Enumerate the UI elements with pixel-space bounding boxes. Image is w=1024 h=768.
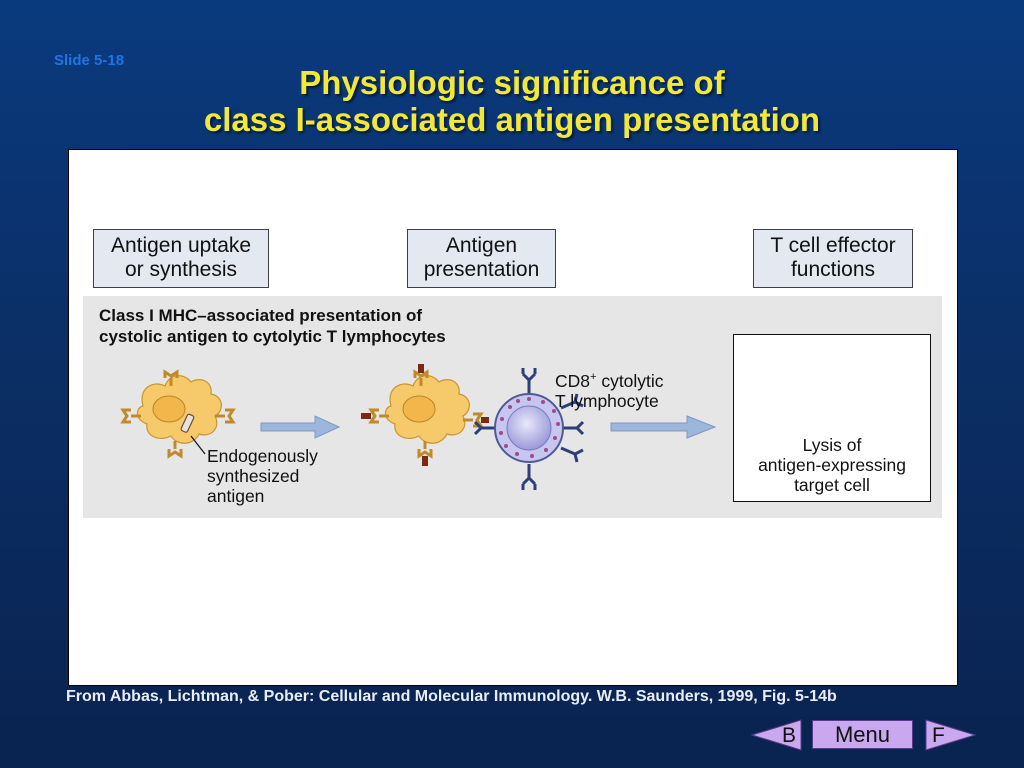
cell-2-peptide-left: [361, 413, 371, 419]
tcell-label-line-1: CD8+ cytolytic: [555, 370, 664, 391]
result-label-line-2: antigen-expressing: [758, 455, 906, 475]
cell-2-mhc-left: [368, 408, 389, 424]
result-label: Lysis of antigen-expressing target cell: [734, 435, 930, 495]
stage-presentation-line-1: Antigen: [445, 234, 518, 257]
result-box: Lysis of antigen-expressing target cell: [733, 334, 931, 502]
result-label-line-1: Lysis of: [802, 435, 862, 455]
cell-1-nucleus: [152, 395, 186, 423]
figure-panel: Antigen uptake or synthesis Antigen pres…: [68, 149, 958, 686]
antigen-presenting-cell: [361, 364, 489, 466]
band-title: Class I MHC–associated presentation of c…: [99, 305, 446, 347]
stage-box-presentation: Antigen presentation: [407, 229, 556, 288]
antigen-label-line-2: synthesized: [207, 466, 300, 486]
band-title-line-2: cystolic antigen to cytolytic T lymphocy…: [99, 327, 446, 346]
tcell-label: CD8+ cytolytic T lymphocyte: [555, 367, 664, 411]
stage-effector-line-2: functions: [790, 258, 876, 281]
pathway-illustration: [120, 351, 864, 490]
forward-button[interactable]: [925, 719, 977, 751]
cell-1-mhc-top: [163, 369, 179, 386]
stage-presentation-line-2: presentation: [423, 258, 540, 281]
antigen-synthesizing-cell: [120, 369, 236, 459]
menu-button[interactable]: Menu: [812, 720, 913, 749]
cell-1-mhc-bottom: [167, 441, 183, 459]
cell-2-peptide-top: [418, 364, 424, 373]
result-label-line-3: target cell: [794, 475, 870, 495]
cell-1-mhc-right: [215, 408, 236, 424]
stage-uptake-line-2: or synthesis: [124, 258, 238, 281]
class-i-pathway-band: Class I MHC–associated presentation of c…: [83, 296, 942, 518]
cell-2-peptide-bottom: [422, 456, 428, 466]
cd8-t-lymphocyte: [473, 368, 585, 490]
cell-1-mhc-left: [120, 408, 141, 424]
figure-credit: From Abbas, Lichtman, & Pober: Cellular …: [66, 688, 837, 705]
forward-button-label[interactable]: F: [932, 724, 945, 747]
tcell-nucleus: [506, 405, 552, 451]
stage-uptake-line-1: Antigen uptake: [110, 234, 252, 257]
title-line-2: class I-associated antigen presentation: [203, 101, 821, 138]
stage-box-uptake: Antigen uptake or synthesis: [93, 229, 269, 288]
cell-2-mhc-bottom: [417, 441, 433, 459]
band-title-line-1: Class I MHC–associated presentation of: [99, 306, 423, 325]
tcr-receptors: [473, 368, 585, 490]
slide-number: Slide 5-18: [54, 52, 125, 69]
cell-2-mhc-top: [413, 369, 429, 386]
tcell-granules: [499, 397, 560, 458]
antigen-label-line-1: Endogenously: [207, 446, 318, 466]
cell-2-peptide-right: [481, 417, 489, 423]
endogenous-antigen-marker: [180, 413, 195, 433]
arrow-uptake-to-presentation: [260, 415, 341, 439]
antigen-label: Endogenously synthesized antigen: [207, 446, 318, 506]
antigen-label-line-3: antigen: [207, 486, 265, 506]
tcell-label-line-2: T lymphocyte: [555, 390, 659, 411]
stage-box-effector: T cell effector functions: [753, 229, 913, 288]
cell-2-nucleus: [402, 395, 436, 423]
slide-title: Physiologic significance of class I-asso…: [0, 64, 1024, 138]
arrow-presentation-to-effector: [610, 415, 717, 439]
stage-effector-line-1: T cell effector: [770, 234, 896, 257]
antigen-pointer-line: [190, 435, 206, 455]
back-button-label[interactable]: B: [782, 724, 797, 747]
back-button[interactable]: [751, 719, 803, 751]
title-line-1: Physiologic significance of: [299, 64, 725, 101]
